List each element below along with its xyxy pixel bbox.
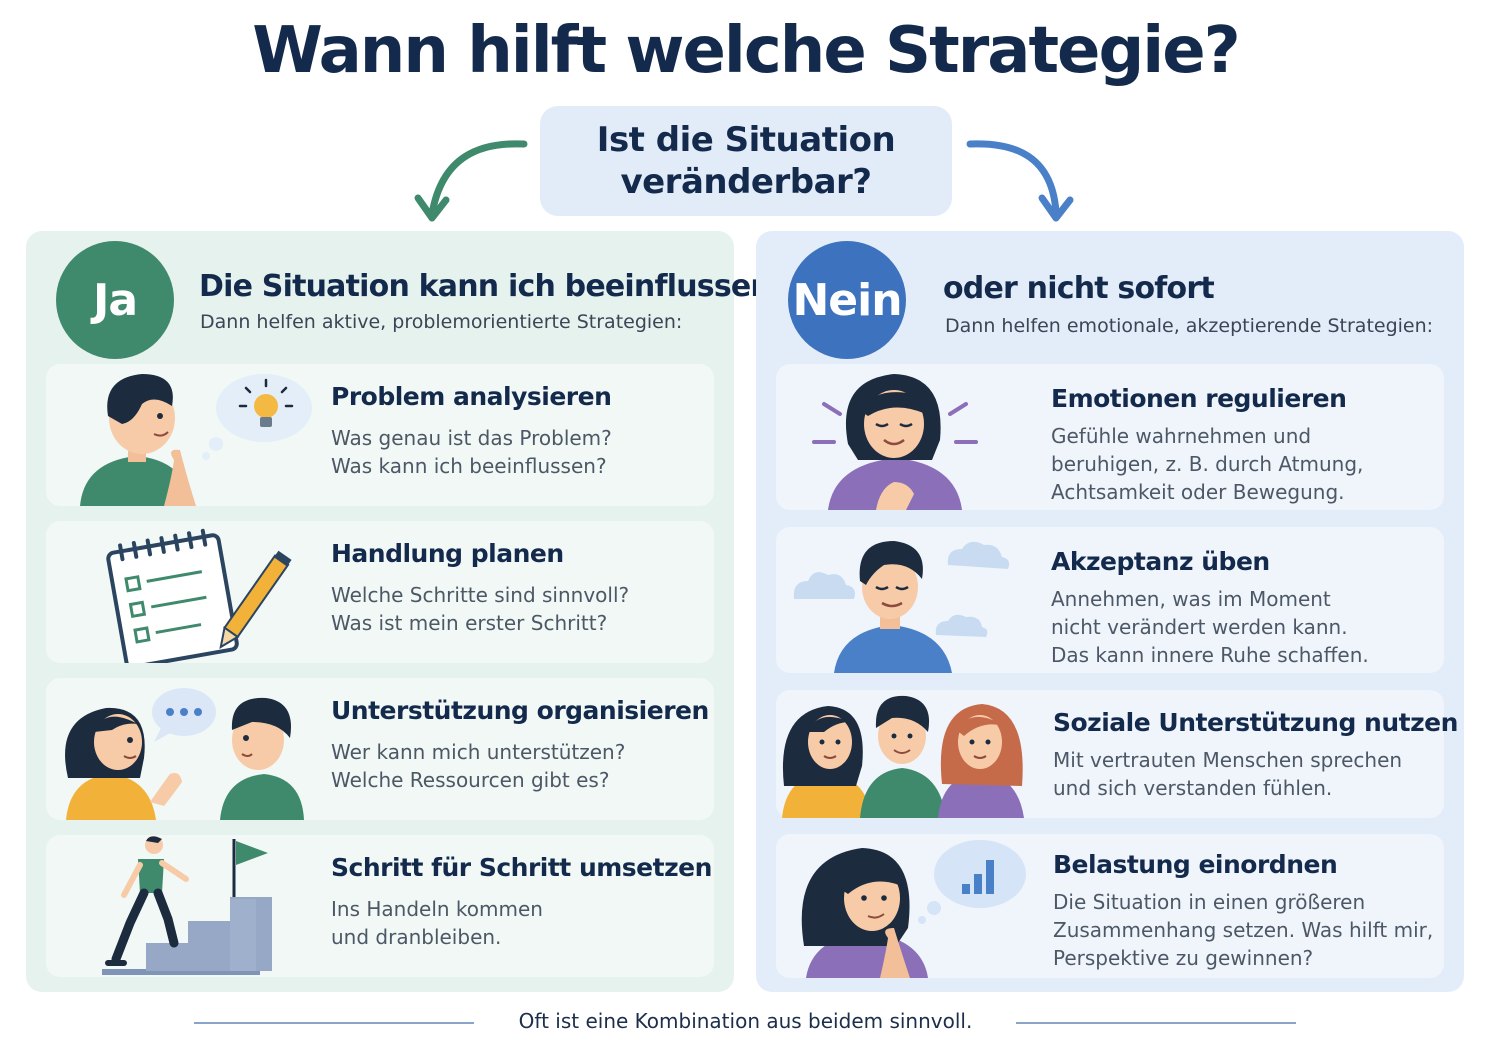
card-line: Was kann ich beeinflussen? bbox=[331, 454, 607, 478]
group-of-friends-icon bbox=[782, 695, 1024, 818]
card-soziale-unterstuetzung: Soziale Unterstützung nutzen Mit vertrau… bbox=[776, 690, 1458, 818]
checklist-pencil-icon bbox=[106, 528, 292, 663]
card-unterstuetzung-organisieren: Unterstützung organisieren Wer kann mich… bbox=[46, 678, 714, 820]
card-title: Akzeptanz üben bbox=[1051, 547, 1270, 576]
card-line: Annehmen, was im Moment bbox=[1051, 587, 1331, 611]
badge-no: Nein bbox=[788, 241, 906, 359]
card-title: Belastung einordnen bbox=[1053, 850, 1338, 879]
reflecting-person-chart-icon bbox=[801, 840, 1026, 978]
card-line: Die Situation in einen größeren bbox=[1053, 890, 1366, 914]
card-line: Ins Handeln kommen bbox=[331, 897, 543, 921]
footer-divider-right bbox=[1016, 1022, 1296, 1024]
card-title: Schritt für Schritt umsetzen bbox=[331, 853, 712, 882]
question-line-2: veränderbar? bbox=[620, 162, 872, 202]
card-line: Welche Ressourcen gibt es? bbox=[331, 768, 610, 792]
card-line: nicht verändert werden kann. bbox=[1051, 615, 1348, 639]
panel-not-changeable: Nein oder nicht sofort Dann helfen emoti… bbox=[756, 231, 1464, 992]
left-heading: Die Situation kann ich beeinflussen. bbox=[199, 269, 782, 304]
right-heading: oder nicht sofort bbox=[943, 271, 1215, 306]
card-line: Mit vertrauten Menschen sprechen bbox=[1053, 748, 1403, 772]
card-line: Perspektive zu gewinnen? bbox=[1053, 946, 1314, 970]
card-line: und dranbleiben. bbox=[331, 925, 502, 949]
footer-divider-left bbox=[194, 1022, 474, 1024]
central-question: Ist die Situation veränderbar? bbox=[540, 106, 952, 216]
card-line: und sich verstanden fühlen. bbox=[1053, 776, 1333, 800]
card-handlung-planen: Handlung planen Welche Schritte sind sin… bbox=[46, 521, 714, 663]
card-line: Was genau ist das Problem? bbox=[331, 426, 612, 450]
panel-changeable: Ja Die Situation kann ich beeinflussen. … bbox=[26, 231, 782, 992]
card-title: Soziale Unterstützung nutzen bbox=[1053, 708, 1458, 737]
card-line: beruhigen, z. B. durch Atmung, bbox=[1051, 452, 1364, 476]
relaxed-person-clouds-icon bbox=[793, 541, 1010, 673]
card-title: Handlung planen bbox=[331, 539, 564, 568]
card-problem-analysieren: Problem analysieren Was genau ist das Pr… bbox=[46, 364, 714, 506]
card-title: Unterstützung organisieren bbox=[331, 696, 709, 725]
card-schritt-fuer-schritt: Schritt für Schritt umsetzen Ins Handeln… bbox=[46, 835, 714, 977]
stairs-flag-icon bbox=[102, 836, 272, 975]
card-line: Das kann innere Ruhe schaffen. bbox=[1051, 643, 1369, 667]
thinking-person-icon bbox=[80, 374, 312, 506]
arrow-left-icon bbox=[414, 140, 528, 222]
card-title: Problem analysieren bbox=[331, 382, 612, 411]
page-title: Wann hilft welche Strategie? bbox=[252, 14, 1240, 88]
question-line-1: Ist die Situation bbox=[596, 120, 896, 160]
card-title: Emotionen regulieren bbox=[1051, 384, 1347, 413]
arrow-right-icon bbox=[966, 140, 1074, 222]
right-subheading: Dann helfen emotionale, akzeptierende St… bbox=[945, 315, 1434, 337]
calm-person-icon bbox=[812, 374, 978, 510]
card-line: Zusammenhang setzen. Was hilft mir, bbox=[1053, 918, 1434, 942]
card-line: Gefühle wahrnehmen und bbox=[1051, 424, 1312, 448]
footer-note: Oft ist eine Kombination aus beidem sinn… bbox=[518, 1009, 973, 1033]
card-line: Wer kann mich unterstützen? bbox=[331, 740, 626, 764]
talking-people-icon bbox=[65, 688, 304, 820]
badge-yes: Ja bbox=[56, 241, 174, 359]
card-line: Achtsamkeit oder Bewegung. bbox=[1051, 480, 1345, 504]
card-emotionen-regulieren: Emotionen regulieren Gefühle wahrnehmen … bbox=[776, 364, 1444, 510]
card-line: Welche Schritte sind sinnvoll? bbox=[331, 583, 630, 607]
card-line: Was ist mein erster Schritt? bbox=[331, 611, 608, 635]
left-subheading: Dann helfen aktive, problemorientierte S… bbox=[200, 311, 683, 333]
card-belastung-einordnen: Belastung einordnen Die Situation in ein… bbox=[776, 834, 1444, 978]
card-akzeptanz-ueben: Akzeptanz üben Annehmen, was im Moment n… bbox=[776, 527, 1444, 673]
